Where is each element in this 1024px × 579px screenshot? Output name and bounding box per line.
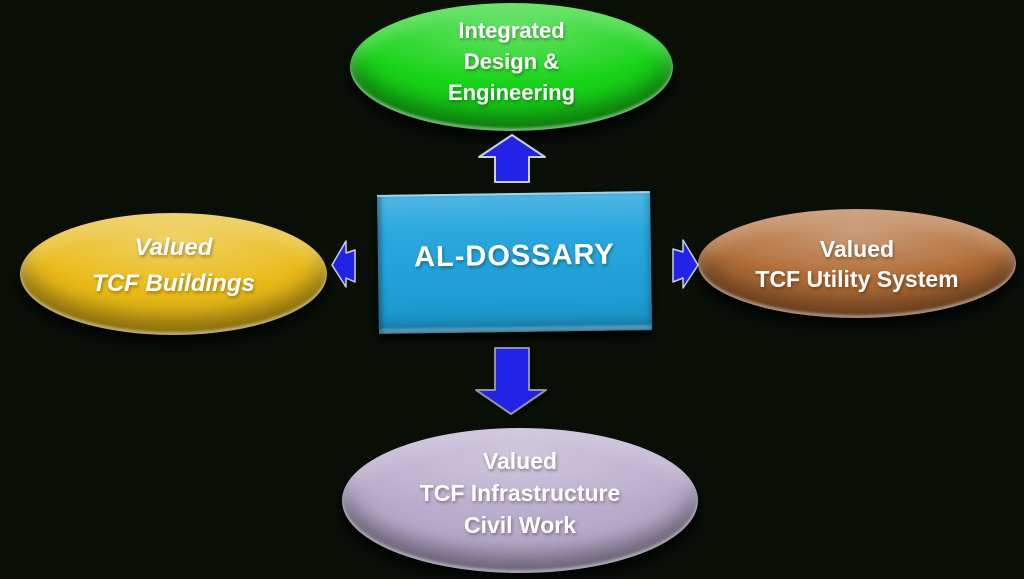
node-label-line: TCF Buildings [92, 270, 255, 297]
node-label-line: Design & [463, 48, 560, 74]
node-label-line: Valued [134, 234, 213, 261]
node-tcf-buildings: Valued TCF Buildings [20, 213, 327, 335]
right-arrow-icon [672, 239, 699, 289]
center-label: AL-DOSSARY [413, 238, 615, 274]
down-arrow-icon [475, 347, 547, 415]
node-label-line: Valued [819, 235, 895, 262]
node-label-line: Valued [482, 447, 558, 474]
node-integrated-design-engineering: Integrated Design & Engineering [350, 3, 673, 131]
node-label-line: Integrated [458, 17, 565, 43]
node-label-line: TCF Utility System [755, 265, 959, 292]
up-arrow-icon [478, 134, 546, 183]
left-arrow-icon [331, 240, 356, 288]
node-al-dossary: AL-DOSSARY [377, 191, 652, 334]
node-label-line: Civil Work [463, 511, 577, 538]
node-tcf-utility-system: Valued TCF Utility System [698, 209, 1016, 318]
node-label-line: Engineering [447, 79, 576, 105]
node-tcf-infrastructure-civil-work: Valued TCF Infrastructure Civil Work [342, 428, 698, 573]
node-label-line: TCF Infrastructure [419, 479, 621, 506]
